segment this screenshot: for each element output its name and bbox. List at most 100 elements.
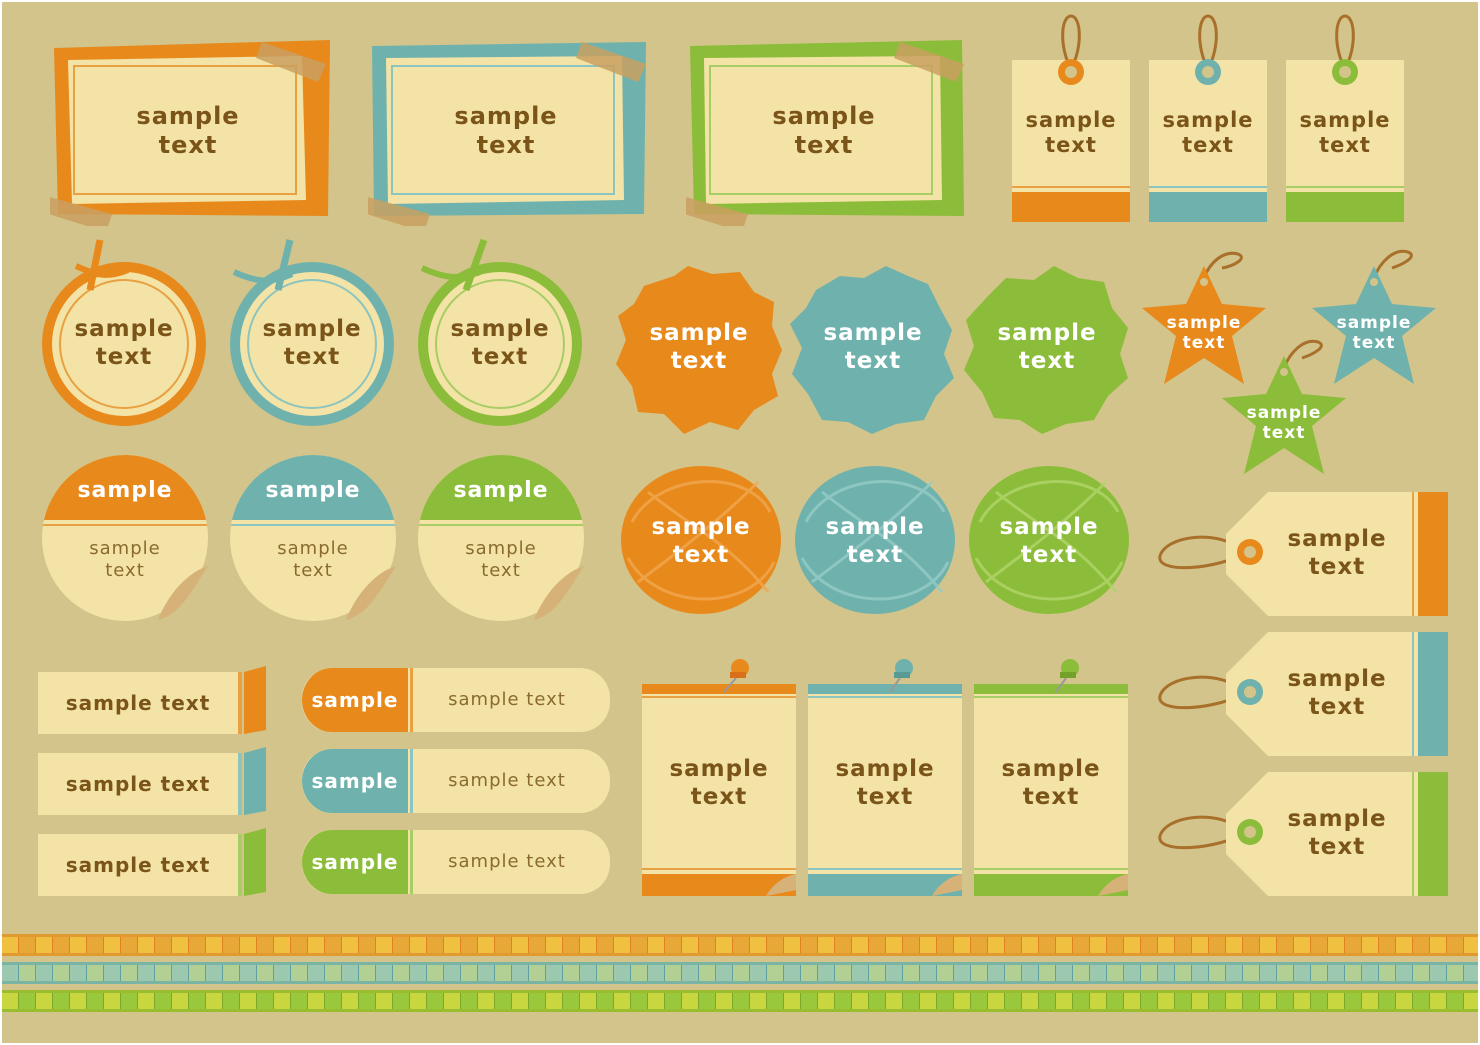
sticker-line1: sample — [277, 538, 349, 560]
border-strip-squares — [2, 937, 1478, 953]
pill-teal: sample sample text — [300, 747, 612, 815]
scribble-teal: sample text — [792, 462, 958, 618]
luggage-tag-green: sample text — [1156, 770, 1450, 898]
scribble-line2: text — [1020, 542, 1078, 568]
sticker-line2: text — [293, 560, 333, 581]
hang-tag-line1: sample — [1162, 107, 1254, 132]
luggage-tag-orange: sample text — [1156, 490, 1450, 618]
luggage-tag-line1: sample — [1287, 666, 1387, 693]
pinned-note-line1: sample — [835, 756, 935, 783]
scribble-line1: sample — [825, 514, 925, 541]
pill-body: sample text — [448, 851, 566, 873]
pill-head: sample — [311, 850, 399, 874]
pinned-note-orange: sample text — [640, 654, 800, 898]
pinned-note-green: sample text — [972, 654, 1132, 898]
hang-tag-orange: sample text — [1010, 12, 1132, 224]
splotch-line1: sample — [997, 320, 1097, 347]
circle-tag-line1: sample — [450, 316, 550, 343]
border-strip-squares — [2, 965, 1478, 981]
splotch-line2: text — [844, 348, 902, 374]
scribble-line2: text — [846, 542, 904, 568]
pinned-note-line2: text — [856, 784, 914, 810]
splotch-line2: text — [1018, 348, 1076, 374]
luggage-tag-line2: text — [1308, 554, 1366, 580]
strip-teal: sample text — [36, 747, 268, 817]
sticker-line2: text — [105, 560, 145, 581]
star-line2: text — [1352, 333, 1396, 353]
luggage-tag-line2: text — [1308, 694, 1366, 720]
strip-label: sample text — [65, 772, 211, 796]
star-line2: text — [1182, 333, 1226, 353]
pill-body: sample text — [448, 770, 566, 792]
star-tag-green: sample text — [1218, 336, 1354, 482]
hang-tag-line1: sample — [1299, 107, 1391, 132]
pill-head: sample — [311, 769, 399, 793]
splotch-teal: sample text — [788, 264, 958, 436]
frame-green: sample text — [686, 36, 974, 226]
scribble-line1: sample — [651, 514, 751, 541]
splotch-line2: text — [670, 348, 728, 374]
frame-orange: sample text — [50, 36, 338, 226]
sticker-green: sample sample text — [416, 454, 586, 624]
hang-tag-teal: sample text — [1147, 12, 1269, 224]
pinned-note-line1: sample — [669, 756, 769, 783]
sticker-teal: sample sample text — [228, 454, 398, 624]
pill-body: sample text — [448, 689, 566, 711]
luggage-tag-line2: text — [1308, 834, 1366, 860]
star-tag-orange: sample text — [1138, 246, 1274, 392]
circle-tag-line1: sample — [74, 316, 174, 343]
frame-line1: sample — [454, 102, 558, 131]
splotch-green: sample text — [962, 264, 1132, 436]
hang-tag-line2: text — [1045, 133, 1097, 157]
star-line2: text — [1262, 423, 1306, 443]
splotch-line1: sample — [823, 320, 923, 347]
pinned-note-line2: text — [1022, 784, 1080, 810]
strip-label: sample text — [65, 853, 211, 877]
luggage-tag-line1: sample — [1287, 526, 1387, 553]
circle-tag-line2: text — [283, 344, 341, 370]
star-tag-teal: sample text — [1308, 246, 1444, 392]
pill-green: sample sample text — [300, 828, 612, 896]
hang-tag-green: sample text — [1284, 12, 1406, 224]
sticker-orange: sample sample text — [40, 454, 210, 624]
frame-line2: text — [794, 131, 854, 159]
pinned-note-line1: sample — [1001, 756, 1101, 783]
circle-tag-green: sample text — [414, 238, 586, 428]
frame-teal: sample text — [368, 36, 656, 226]
frame-line1: sample — [772, 102, 876, 131]
hang-tag-line1: sample — [1025, 107, 1117, 132]
pill-head: sample — [311, 688, 399, 712]
luggage-tag-teal: sample text — [1156, 630, 1450, 758]
strip-label: sample text — [65, 691, 211, 715]
luggage-tag-line1: sample — [1287, 806, 1387, 833]
sticker-line2: text — [481, 560, 521, 581]
hang-tag-line2: text — [1319, 133, 1371, 157]
strip-orange: sample text — [36, 666, 268, 736]
frame-line2: text — [476, 131, 536, 159]
strip-green: sample text — [36, 828, 268, 898]
circle-tag-line2: text — [95, 344, 153, 370]
frame-line1: sample — [136, 102, 240, 131]
border-strip-orange — [2, 934, 1478, 956]
scribble-orange: sample text — [618, 462, 784, 618]
star-line1: sample — [1166, 312, 1242, 333]
scribble-green: sample text — [966, 462, 1132, 618]
hang-tag-line2: text — [1182, 133, 1234, 157]
sticker-header: sample — [453, 477, 549, 503]
sticker-header: sample — [265, 477, 361, 503]
sticker-header: sample — [77, 477, 173, 503]
star-line1: sample — [1336, 312, 1412, 333]
frame-line2: text — [158, 131, 218, 159]
circle-tag-orange: sample text — [38, 238, 210, 428]
border-strip-teal — [2, 962, 1478, 984]
pinned-note-teal: sample text — [806, 654, 966, 898]
sticker-line1: sample — [89, 538, 161, 560]
sticker-line1: sample — [465, 538, 537, 560]
star-line1: sample — [1246, 402, 1322, 423]
scribble-line1: sample — [999, 514, 1099, 541]
border-strip-squares — [2, 993, 1478, 1009]
splotch-line1: sample — [649, 320, 749, 347]
circle-tag-teal: sample text — [226, 238, 398, 428]
scribble-line2: text — [672, 542, 730, 568]
